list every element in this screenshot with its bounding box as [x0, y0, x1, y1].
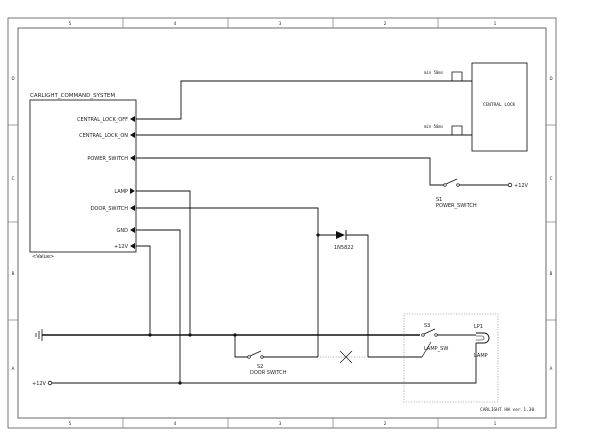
- no-connect: [320, 350, 366, 364]
- row-ticks: [8, 124, 556, 321]
- column-ticks: [122, 18, 439, 428]
- wire-door-switch: [136, 207, 319, 320]
- wire-diode-cathode: [346, 234, 422, 358]
- s3-name: LAMP_SW: [424, 346, 448, 352]
- pin-label-power-switch: POWER_SWITCH: [87, 156, 128, 162]
- col-label-bottom: 5: [69, 421, 72, 426]
- switch-lever-icon: [249, 350, 262, 357]
- outer-frame: [7, 17, 557, 429]
- pin-input-icon: [130, 227, 135, 233]
- row-labels: D C B A D C B A: [11, 76, 552, 371]
- row-label-right: C: [550, 176, 553, 181]
- command-system-block: CARLIGHT_COMMAND_SYSTEM <Value> CENTRAL_…: [29, 93, 137, 260]
- diode-1n5822: 1N5822: [334, 230, 354, 251]
- pin-label-gnd: GND: [117, 228, 129, 234]
- supply-left-label: +12V: [32, 381, 47, 387]
- wire-central-lock-off: [136, 80, 472, 120]
- wire-lamp: [136, 190, 420, 336]
- junction-dot: [316, 233, 320, 237]
- row-label-left: C: [12, 176, 15, 181]
- pin-input-icon: [130, 132, 135, 138]
- row-label-left: A: [12, 366, 15, 371]
- row-label-left: D: [11, 76, 14, 81]
- wires: [42, 80, 508, 384]
- row-label-right: A: [550, 366, 553, 371]
- pulse-off-icon: [445, 71, 472, 82]
- lamp-lp1: LP1 LAMP: [474, 324, 490, 359]
- row-label-right: B: [550, 271, 553, 276]
- s1-ref: S1: [436, 197, 442, 203]
- junction-dot: [188, 333, 192, 337]
- pin-input-icon: [130, 116, 135, 122]
- col-label-bottom: 2: [384, 421, 387, 426]
- switch-s2: S2 DOOR SWITCH: [247, 350, 287, 376]
- pin-arrows: [130, 116, 135, 249]
- s1-supply-label: +12V: [514, 183, 529, 189]
- switch-s3: S3 LAMP_SW: [421, 323, 448, 358]
- column-labels: 5 4 3 2 1 5 4 3 2 1: [69, 21, 497, 426]
- supply-left: +12V: [32, 380, 53, 387]
- block-value: <Value>: [32, 254, 54, 260]
- lamp-icon: [476, 332, 490, 344]
- pulse-on-icon: [445, 125, 472, 136]
- central-lock: CENTRAL LOCK min 50ms min 50ms: [424, 62, 528, 152]
- col-label-top: 3: [279, 21, 282, 26]
- junction-dot: [178, 381, 182, 385]
- row-label-right: D: [549, 76, 552, 81]
- col-label-bottom: 3: [279, 421, 282, 426]
- pin-label-door-switch: DOOR_SWITCH: [91, 206, 129, 212]
- cross-icon: [339, 350, 353, 364]
- lamp-module-box: [403, 313, 499, 403]
- col-label-top: 1: [494, 21, 497, 26]
- wire-gnd: [136, 229, 181, 383]
- col-label-top: 5: [69, 21, 72, 26]
- lp1-ref: LP1: [474, 324, 483, 330]
- switch-lever-icon: [445, 178, 458, 185]
- s2-ref: S2: [257, 364, 263, 370]
- pin-label-central-lock-off: CENTRAL_LOCK_OFF: [77, 117, 128, 123]
- s1-name: POWER_SWITCH: [436, 203, 477, 209]
- switch-lever-icon: [423, 328, 436, 335]
- wire-lamp-return: [52, 343, 477, 384]
- terminal-icon: [507, 182, 513, 188]
- terminal-icon: [47, 380, 53, 386]
- junction-dot: [233, 333, 237, 337]
- title-block-text: CARLIGHT HW ver 1.30: [480, 407, 534, 413]
- pin-input-icon: [130, 205, 135, 211]
- col-label-top: 4: [174, 21, 177, 26]
- pin-input-icon: [130, 243, 135, 249]
- pulse-off-label: min 50ms: [424, 70, 444, 75]
- row-label-left: B: [12, 271, 15, 276]
- pin-output-icon: [130, 188, 135, 194]
- block-body: [29, 99, 137, 253]
- pin-label-12v: +12V: [114, 244, 129, 250]
- wire-power-switch: [136, 157, 444, 186]
- pin-label-central-lock-on: CENTRAL_LOCK_ON: [79, 133, 128, 139]
- central-lock-label: CENTRAL LOCK: [483, 102, 516, 108]
- col-label-bottom: 4: [174, 421, 177, 426]
- s3-ref: S3: [424, 323, 430, 329]
- s2-name: DOOR SWITCH: [250, 370, 287, 376]
- col-label-bottom: 1: [494, 421, 497, 426]
- pin-label-lamp: LAMP: [114, 189, 128, 195]
- ground-symbol-icon: [35, 329, 43, 341]
- junctions: [148, 233, 320, 385]
- diode-part: 1N5822: [334, 245, 354, 251]
- col-label-top: 2: [384, 21, 387, 26]
- central-lock-box: [471, 62, 528, 152]
- diode-icon: [336, 231, 345, 239]
- switch-s1: +12V S1 POWER_SWITCH: [436, 178, 529, 209]
- wire-s2-left: [234, 335, 248, 358]
- inner-frame: [17, 27, 547, 419]
- pin-input-icon: [130, 155, 135, 161]
- wire-12v: [136, 245, 151, 335]
- junction-dot: [148, 333, 152, 337]
- lp1-name: LAMP: [474, 353, 488, 359]
- block-title: CARLIGHT_COMMAND_SYSTEM: [30, 93, 115, 99]
- s3-wire-link: [421, 341, 432, 358]
- pulse-on-label: min 50ms: [424, 124, 444, 129]
